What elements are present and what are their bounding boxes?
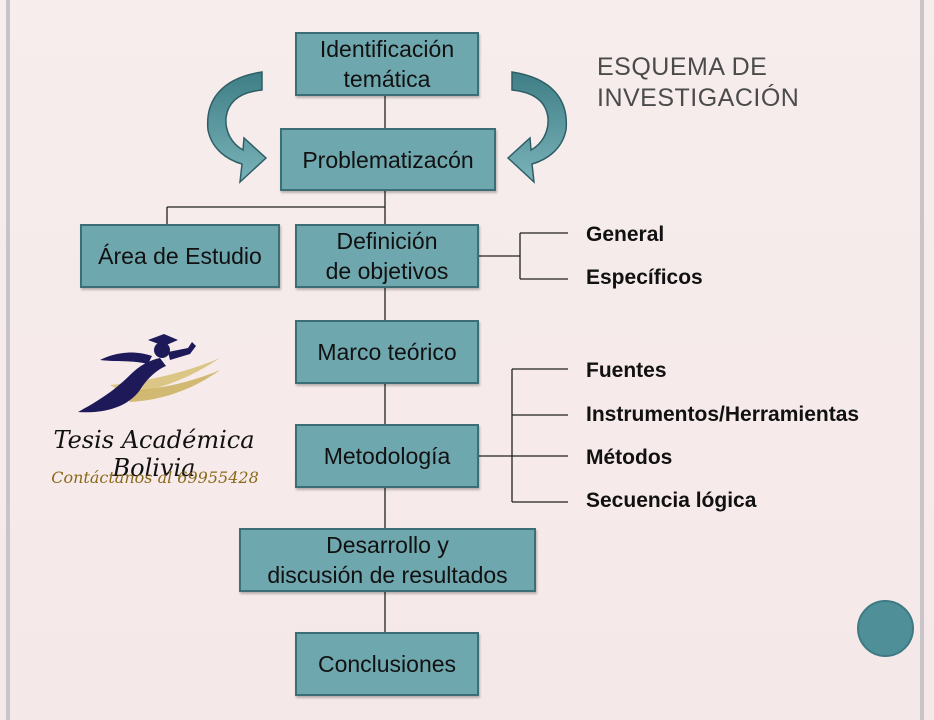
- logo-brand-text: Tesis Académica Bolivia: [53, 426, 255, 482]
- node-identificacion-line1: Identificación: [319, 36, 455, 62]
- node-definicion-line1: Definición: [336, 228, 438, 254]
- node-marco-label: Marco teórico: [317, 339, 457, 365]
- metodologia-item-instrumentos: Instrumentos/Herramientas: [586, 403, 860, 426]
- diagram-title: ESQUEMA DE INVESTIGACIÓN: [597, 52, 799, 114]
- slide-frame-right: [920, 0, 924, 720]
- node-desarrollo-line1: Desarrollo y: [326, 532, 449, 558]
- node-metodologia-label: Metodología: [323, 443, 451, 469]
- node-conclusiones-label: Conclusiones: [317, 651, 457, 677]
- metodologia-item-metodos: Métodos: [586, 446, 673, 469]
- decorative-circle: [857, 600, 914, 657]
- node-desarrollo: Desarrollo y discusión de resultados: [239, 528, 536, 592]
- node-identificacion-line2: temática: [343, 66, 431, 92]
- node-definicion-line2: de objetivos: [325, 258, 449, 284]
- metodologia-item-fuentes: Fuentes: [586, 359, 667, 382]
- node-conclusiones: Conclusiones: [295, 632, 479, 696]
- title-line2: INVESTIGACIÓN: [597, 84, 800, 112]
- node-area-de-estudio: Área de Estudio: [80, 224, 280, 288]
- curved-arrow-right: [506, 71, 568, 184]
- node-identificacion: Identificación temática: [295, 32, 479, 96]
- node-definicion-objetivos: Definición de objetivos: [295, 224, 479, 288]
- objetivo-general-label: General: [586, 223, 665, 246]
- objetivo-especificos-label: Específicos: [586, 266, 703, 289]
- node-desarrollo-line2: discusión de resultados: [267, 562, 508, 588]
- logo-contact-text: Contáctanos al 69955428: [51, 468, 259, 487]
- node-marco-teorico: Marco teórico: [295, 320, 479, 384]
- node-problematizacion: Problematizacón: [280, 128, 496, 191]
- metodologia-item-secuencia: Secuencia lógica: [586, 489, 757, 512]
- curved-arrow-left: [206, 71, 268, 184]
- node-metodologia: Metodología: [295, 424, 479, 488]
- node-area-label: Área de Estudio: [98, 243, 262, 269]
- slide-frame-left: [6, 0, 10, 720]
- node-problematizacion-label: Problematizacón: [302, 146, 474, 173]
- title-line1: ESQUEMA DE: [597, 53, 768, 81]
- logo-graduate-icon: [78, 334, 220, 413]
